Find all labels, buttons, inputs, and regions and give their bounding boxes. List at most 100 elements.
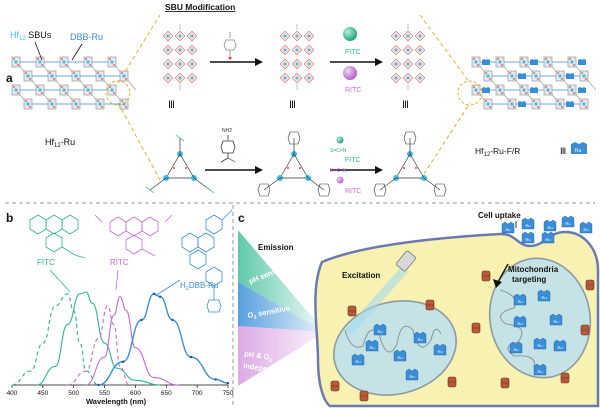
o-atom: [525, 92, 527, 94]
fitc-mol-label: FITC: [37, 258, 55, 267]
ru-bag-shape: [513, 315, 527, 328]
ru-bag-label: Ru: [525, 237, 530, 242]
hf-atom: [50, 102, 54, 106]
hf-atom: [558, 102, 562, 106]
hf-atom: [307, 34, 311, 38]
hf-atom: [74, 74, 78, 78]
o-atom: [513, 106, 515, 108]
o-atom: [29, 106, 31, 108]
chem-structure-1: [145, 134, 215, 194]
hf-atom: [178, 48, 182, 52]
o-atom: [53, 106, 55, 108]
o-atom: [41, 64, 43, 66]
svg-text:NH2: NH2: [222, 128, 232, 134]
hf-atom: [582, 74, 586, 78]
o-atom: [561, 106, 563, 108]
o-atom: [65, 64, 67, 66]
ru-bag-label: Ru: [513, 347, 518, 352]
hf-atom: [307, 76, 311, 80]
ru-bag-shape: [405, 368, 419, 381]
ritc-ncs-group: S=C=N: [330, 168, 347, 174]
hf12-suffix: SBUs: [26, 30, 52, 40]
ritc-label-top: RITC: [345, 87, 361, 94]
hf-atom: [26, 102, 30, 106]
hf-atom: [295, 62, 299, 66]
o-atom: [49, 100, 51, 102]
o-atom: [521, 58, 523, 60]
o-atom: [49, 72, 51, 74]
hf-atom: [307, 48, 311, 52]
ru-bag-label: Ru: [369, 345, 374, 350]
benzene-ring: [287, 131, 301, 145]
ru-icon-label-legend: Ru: [575, 148, 582, 154]
mof-left-prefix: Hf: [45, 137, 54, 147]
o-atom: [77, 78, 79, 80]
o-atom: [13, 58, 15, 60]
zoom-dash-right: [419, 14, 471, 181]
o-atom: [533, 72, 535, 74]
hf-atom: [418, 48, 422, 52]
o-atom: [473, 58, 475, 60]
ru-bag-icon: Ru: [351, 353, 365, 366]
o-atom: [185, 167, 187, 169]
hf-atom: [14, 88, 18, 92]
hf12-sub: 12: [19, 36, 26, 42]
hf-atom: [62, 88, 66, 92]
zoom-circle-left: [105, 80, 131, 106]
mito-pointer-head: [493, 279, 502, 288]
benzene-ring: [403, 131, 417, 145]
o-atom: [89, 92, 91, 94]
ru-bag-shape: [509, 341, 523, 354]
fitc-ncs-group: S=C=N: [330, 148, 347, 154]
ru-bag-label: Ru: [537, 343, 542, 348]
o-atom: [109, 58, 111, 60]
ru-bag: [530, 59, 538, 65]
hf-atom: [14, 60, 18, 64]
o-atom: [545, 58, 547, 60]
ru-bag-shape: [393, 349, 407, 362]
ru-bag-icon: Ru: [393, 349, 407, 362]
chem-bond: [409, 153, 425, 179]
h2dbb-ru-molecule: [181, 209, 233, 313]
fitc-sphere: [343, 27, 357, 41]
ru-bag-shape: [537, 289, 551, 302]
series-fitc-solid: [36, 291, 161, 386]
mof-left-name: Hf12-Ru: [45, 137, 75, 149]
x-tick-label: 600: [130, 390, 141, 397]
chem-bond: [279, 153, 295, 179]
sbu-cluster-2: [279, 24, 315, 90]
hf-atom: [166, 76, 170, 80]
x-tick-label: 700: [192, 390, 203, 397]
o-atom: [109, 86, 111, 88]
ru-bag: [482, 87, 490, 93]
panel-b-label: b: [6, 211, 13, 225]
o-atom: [489, 78, 491, 80]
ru-bag-icon: Ru: [579, 221, 593, 234]
mito-pointer: [497, 263, 509, 283]
series-h2dbb-ru-solid: [98, 293, 229, 386]
ru-bag-label: Ru: [505, 227, 510, 232]
hf-atom: [178, 62, 182, 66]
hf-atom: [190, 62, 194, 66]
h2dbb-sub: 2: [186, 286, 189, 292]
product-sub: 12: [484, 152, 491, 158]
fitc-label-top: FITC: [345, 49, 361, 56]
o-atom: [533, 100, 535, 102]
hf-atom: [74, 102, 78, 106]
ru-bag-icon: Ru: [521, 217, 535, 230]
o-atom: [97, 100, 99, 102]
hf-atom: [98, 102, 102, 106]
o-atom: [415, 167, 417, 169]
panel-a: a Hf12 SBUs DBB-Ru Hf12-Ru SBU Modificat…: [5, 2, 597, 204]
hf-atom: [122, 74, 126, 78]
ru-bag-icon: Ru: [553, 339, 567, 352]
x-tick-label: 650: [161, 390, 172, 397]
o-atom: [509, 72, 511, 74]
o-atom: [569, 58, 571, 60]
chem-bond: [395, 153, 411, 179]
panel-a-label: a: [6, 71, 13, 85]
hf-atom: [406, 34, 410, 38]
series-point: [171, 318, 174, 322]
mof-left-sub: 12: [54, 143, 61, 149]
